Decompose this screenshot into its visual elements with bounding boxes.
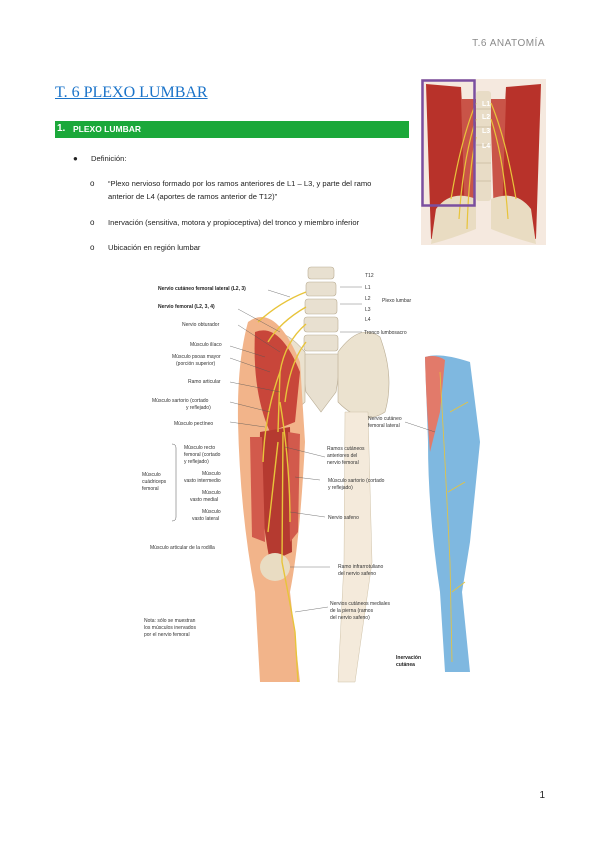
figure-label: Nervios cutáneos mediales (330, 601, 391, 607)
circle-bullet: o (90, 243, 95, 252)
figure-label: Nervio obturador (182, 322, 220, 328)
figure-label: de la pierna (ramos (330, 608, 374, 614)
figure-label: Músculo ilíaco (190, 342, 222, 348)
cutaneous-label: Inervación (396, 655, 421, 661)
figure-label: y reflejado) (328, 485, 353, 491)
figure-label: y reflejado) (184, 459, 209, 465)
vertebra-label: L4 (365, 317, 371, 323)
femoral-nerve-figure: T12 L1 L2 L3 L4 Plexo lumbar Tronco lumb… (142, 266, 480, 683)
figure-label: femoral (cortado (184, 452, 221, 458)
figure-label: del nervio safeno (338, 571, 376, 577)
chapter-header: T.6 ANATOMÍA (472, 38, 545, 49)
level-label: L3 (482, 128, 490, 135)
vertebra-label: L3 (365, 307, 371, 313)
quadriceps-label: cuádriceps (142, 479, 167, 485)
figure-label: Músculo (202, 490, 221, 496)
figure-label: Ramos cutáneos (327, 446, 365, 452)
section-heading-bar: 1. PLEXO LUMBAR (55, 121, 409, 138)
page-number: 1 (539, 790, 545, 801)
list-item: Inervación (sensitiva, motora y propioce… (108, 218, 360, 227)
vertebra-label: T12 (365, 273, 374, 279)
figure-label: Músculo sartorio (cortado (152, 398, 209, 404)
figure-note: los músculos inervados (144, 625, 196, 631)
figure-label: Músculo pectíneo (174, 421, 213, 427)
vertebra-label: L2 (365, 296, 371, 302)
quadriceps-label: Músculo (142, 472, 161, 478)
figure-label: Músculo articular de la rodilla (150, 545, 215, 551)
list-item-line: “Plexo nervioso formado por los ramos an… (108, 179, 372, 188)
figure-label: Nervio femoral (L2, 3, 4) (158, 304, 215, 310)
list-item: Ubicación en región lumbar (108, 243, 201, 252)
figure-note: por el nervio femoral (144, 632, 190, 638)
circle-bullet: o (90, 179, 95, 188)
figure-note: Nota: sólo se muestran (144, 618, 196, 624)
level-label: L1 (482, 101, 490, 108)
cutaneous-label: cutánea (396, 662, 415, 668)
figure-label: femoral lateral (368, 423, 400, 429)
figure-label: del nervio safeno) (330, 615, 370, 621)
figure-label: Músculo psoas mayor (172, 354, 221, 360)
page-title: T. 6 PLEXO LUMBAR (55, 84, 208, 101)
list-item-line: anterior de L4 (aportes de ramos anterio… (108, 192, 278, 201)
circle-bullet: o (90, 218, 95, 227)
figure-label: (porción superior) (176, 361, 216, 367)
section-label: PLEXO LUMBAR (73, 124, 141, 134)
vertebra-label: L1 (365, 285, 371, 291)
quadriceps-label: femoral (142, 486, 159, 492)
list-item: “Plexo nervioso formado por los ramos an… (108, 177, 408, 203)
lumbar-plexus-figure: L1 L2 L3 L4 (421, 79, 546, 245)
trunk-label: Tronco lumbosacro (364, 330, 407, 336)
figure-label: vasto lateral (192, 516, 219, 522)
section-number: 1. (57, 123, 66, 134)
figure-label: Ramo infrarrotuliano (338, 564, 384, 570)
figure-label: vasto intermedio (184, 478, 221, 484)
figure-label: Nervio safeno (328, 515, 359, 521)
figure-label: vasto medial (190, 497, 218, 503)
figure-label: Músculo sartorio (cortado (328, 478, 385, 484)
figure-label: y reflejado) (186, 405, 211, 411)
figure-label: nervio femoral (327, 460, 359, 466)
figure-label: Ramo articular (188, 379, 221, 385)
figure-label: anteriores del (327, 453, 357, 459)
definition-label: Definición: (91, 154, 127, 163)
figure-label: Nervio cutáneo femoral lateral (L2, 3) (158, 286, 246, 292)
figure-label: Músculo (202, 509, 221, 515)
level-label: L2 (482, 114, 490, 121)
bullet-dot: ● (73, 154, 78, 163)
level-label: L4 (482, 143, 490, 150)
figure-label: Nervio cutáneo (368, 416, 402, 422)
figure-label: Músculo (202, 471, 221, 477)
plexus-label: Plexo lumbar (382, 298, 412, 304)
figure-label: Músculo recto (184, 445, 215, 451)
